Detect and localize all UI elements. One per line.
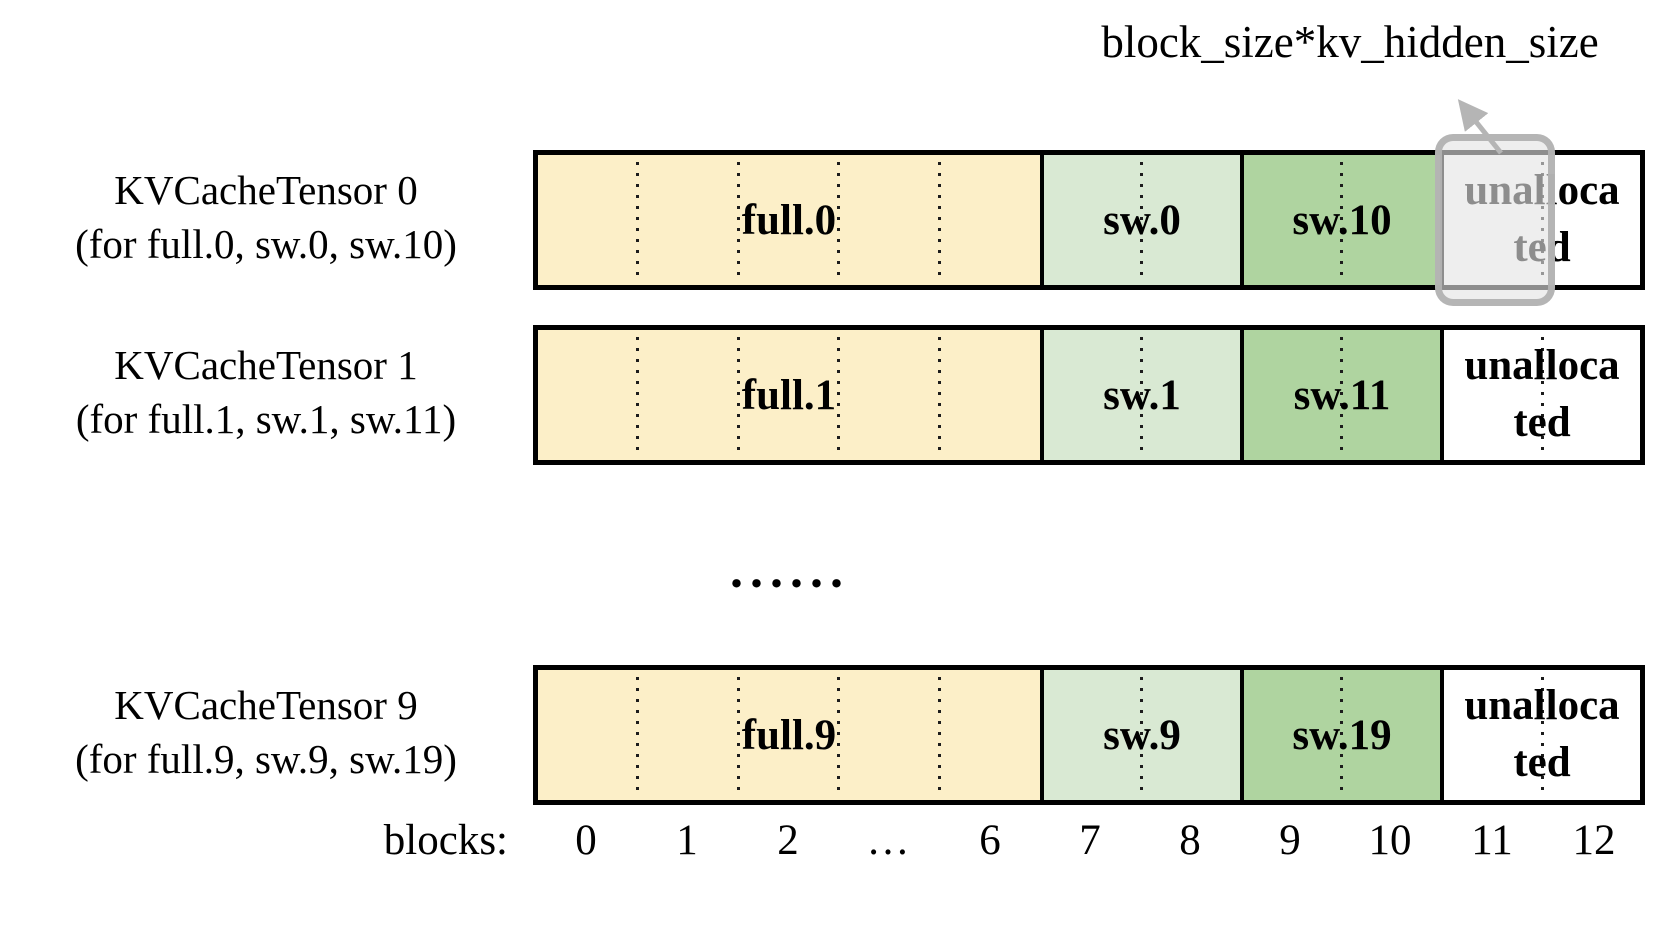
row-9-unallocated-line1: unalloca [1464, 682, 1620, 730]
axis-tick-0: 0 [575, 817, 597, 864]
axis-tick-8: 8 [1179, 817, 1201, 864]
axis-tick-7: 7 [1079, 817, 1101, 864]
row-0-sw-label: sw.0 [1103, 196, 1181, 244]
block-divider [1340, 677, 1343, 793]
block-divider [1541, 337, 1544, 453]
block-divider [1140, 677, 1143, 793]
row-1-bar: full.1 sw.1 sw.11 unalloca ted [533, 325, 1645, 465]
row-1-sw-segment: sw.1 [1040, 330, 1240, 460]
row-1-sw-label: sw.1 [1103, 371, 1181, 419]
row-1-label: KVCacheTensor 1 (for full.1, sw.1, sw.11… [16, 338, 516, 446]
row-9-label: KVCacheTensor 9 (for full.9, sw.9, sw.19… [16, 678, 516, 786]
axis-tick-12: 12 [1572, 817, 1616, 864]
row-0-sw2-segment: sw.10 [1240, 155, 1440, 285]
block-divider [1340, 162, 1343, 278]
row-9-bar: full.9 sw.9 sw.19 unalloca ted [533, 665, 1645, 805]
row-0-label: KVCacheTensor 0 (for full.0, sw.0, sw.10… [16, 163, 516, 271]
row-0-bar: full.0 sw.0 sw.10 unalloca ted [533, 150, 1645, 290]
axis-tick-6: 6 [979, 817, 1001, 864]
block-divider [636, 677, 639, 793]
block-11-highlight [1435, 134, 1555, 306]
block-divider [636, 162, 639, 278]
annotation-block-size: block_size*kv_hidden_size [1101, 17, 1599, 67]
axis-tick-9: 9 [1279, 817, 1301, 864]
row-9-sw2-segment: sw.19 [1240, 670, 1440, 800]
row-9-unallocated-line2: ted [1513, 739, 1571, 786]
row-1-unallocated-segment: unalloca ted [1440, 330, 1640, 460]
block-divider [837, 162, 840, 278]
row-9-title: KVCacheTensor 9 [114, 682, 418, 728]
axis-tick-10: 10 [1368, 817, 1412, 864]
row-9-full-label: full.9 [741, 711, 837, 759]
axis-tick-2: 2 [777, 817, 799, 864]
block-divider [938, 162, 941, 278]
row-0-full-segment: full.0 [538, 155, 1040, 285]
row-1-title: KVCacheTensor 1 [114, 342, 418, 388]
row-1-sw2-segment: sw.11 [1240, 330, 1440, 460]
row-1-full-label: full.1 [741, 371, 837, 419]
axis-tick-1: 1 [676, 817, 698, 864]
row-0-sw-segment: sw.0 [1040, 155, 1240, 285]
row-0-sw2-label: sw.10 [1292, 196, 1392, 244]
row-1-full-segment: full.1 [538, 330, 1040, 460]
row-9-sw2-label: sw.19 [1292, 711, 1392, 759]
row-0-subtitle: (for full.0, sw.0, sw.10) [75, 221, 457, 268]
block-divider [1140, 162, 1143, 278]
row-1-sw2-label: sw.11 [1293, 371, 1391, 419]
axis-tick-11: 11 [1471, 817, 1513, 864]
row-9-full-segment: full.9 [538, 670, 1040, 800]
block-divider [737, 162, 740, 278]
block-divider [737, 337, 740, 453]
row-0-title: KVCacheTensor 0 [114, 167, 418, 213]
block-divider [1140, 337, 1143, 453]
block-divider [938, 337, 941, 453]
row-9-sw-label: sw.9 [1103, 711, 1181, 759]
rows-ellipsis: ...... [730, 542, 850, 599]
row-9-unallocated-segment: unalloca ted [1440, 670, 1640, 800]
row-1-unallocated-line1: unalloca [1464, 342, 1620, 390]
row-9-sw-segment: sw.9 [1040, 670, 1240, 800]
block-divider [1340, 337, 1343, 453]
row-9-subtitle: (for full.9, sw.9, sw.19) [75, 736, 457, 783]
block-divider [636, 337, 639, 453]
row-0-full-label: full.0 [741, 196, 837, 244]
row-1-subtitle: (for full.1, sw.1, sw.11) [75, 396, 457, 443]
block-divider [1541, 677, 1544, 793]
block-divider [737, 677, 740, 793]
axis-tick-dots: … [866, 817, 910, 864]
row-1-unallocated-line2: ted [1513, 399, 1571, 446]
block-divider [837, 337, 840, 453]
axis-blocks-label: blocks: [383, 817, 508, 864]
block-divider [938, 677, 941, 793]
block-divider [837, 677, 840, 793]
